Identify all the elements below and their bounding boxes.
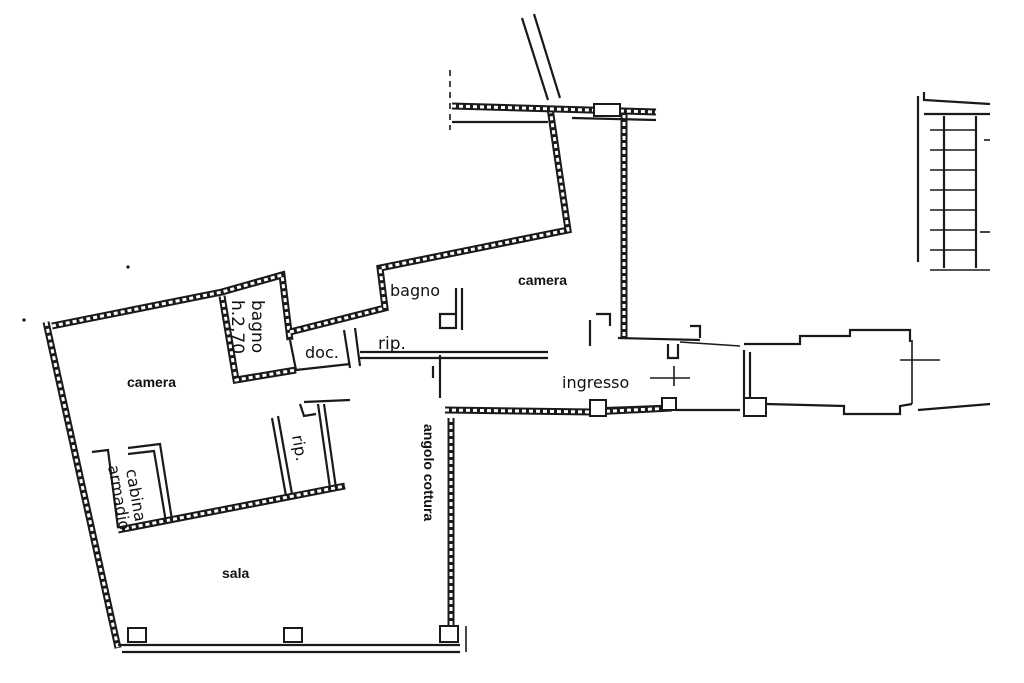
room-label-small-bathroom: bagno h.2,70 [227,300,267,354]
small-bathroom-height: h.2,70 [227,300,247,354]
plan-dot [126,265,130,269]
doc-rip-walls [288,288,548,372]
room-label-rip-top: rip. [378,334,406,354]
upper-walls [449,13,657,130]
interior-partitions [91,398,351,534]
corridor-walls [431,355,677,417]
room-label-rip-mid-group: rip. [288,433,311,462]
right-camera-walls [588,108,741,386]
room-label-angolo-cottura-group: angolo cottura [421,424,437,521]
left-wing-walls [42,107,572,654]
right-wing-walls [676,92,991,417]
room-label-ingresso: ingresso [562,373,629,392]
small-bathroom-walls [218,295,297,385]
room-label-doc: doc. [305,343,339,362]
room-label-camera-left: camera [127,374,176,390]
room-label-angolo-cottura: angolo cottura [421,424,437,521]
small-bathroom-name: bagno [247,300,267,353]
sala-pillars [127,625,467,652]
room-label-camera-right: camera [518,272,567,288]
plan-dot [22,318,26,322]
room-label-bagno: bagno [390,281,440,300]
room-label-sala: sala [222,565,249,581]
room-label-rip-mid: rip. [288,433,311,462]
